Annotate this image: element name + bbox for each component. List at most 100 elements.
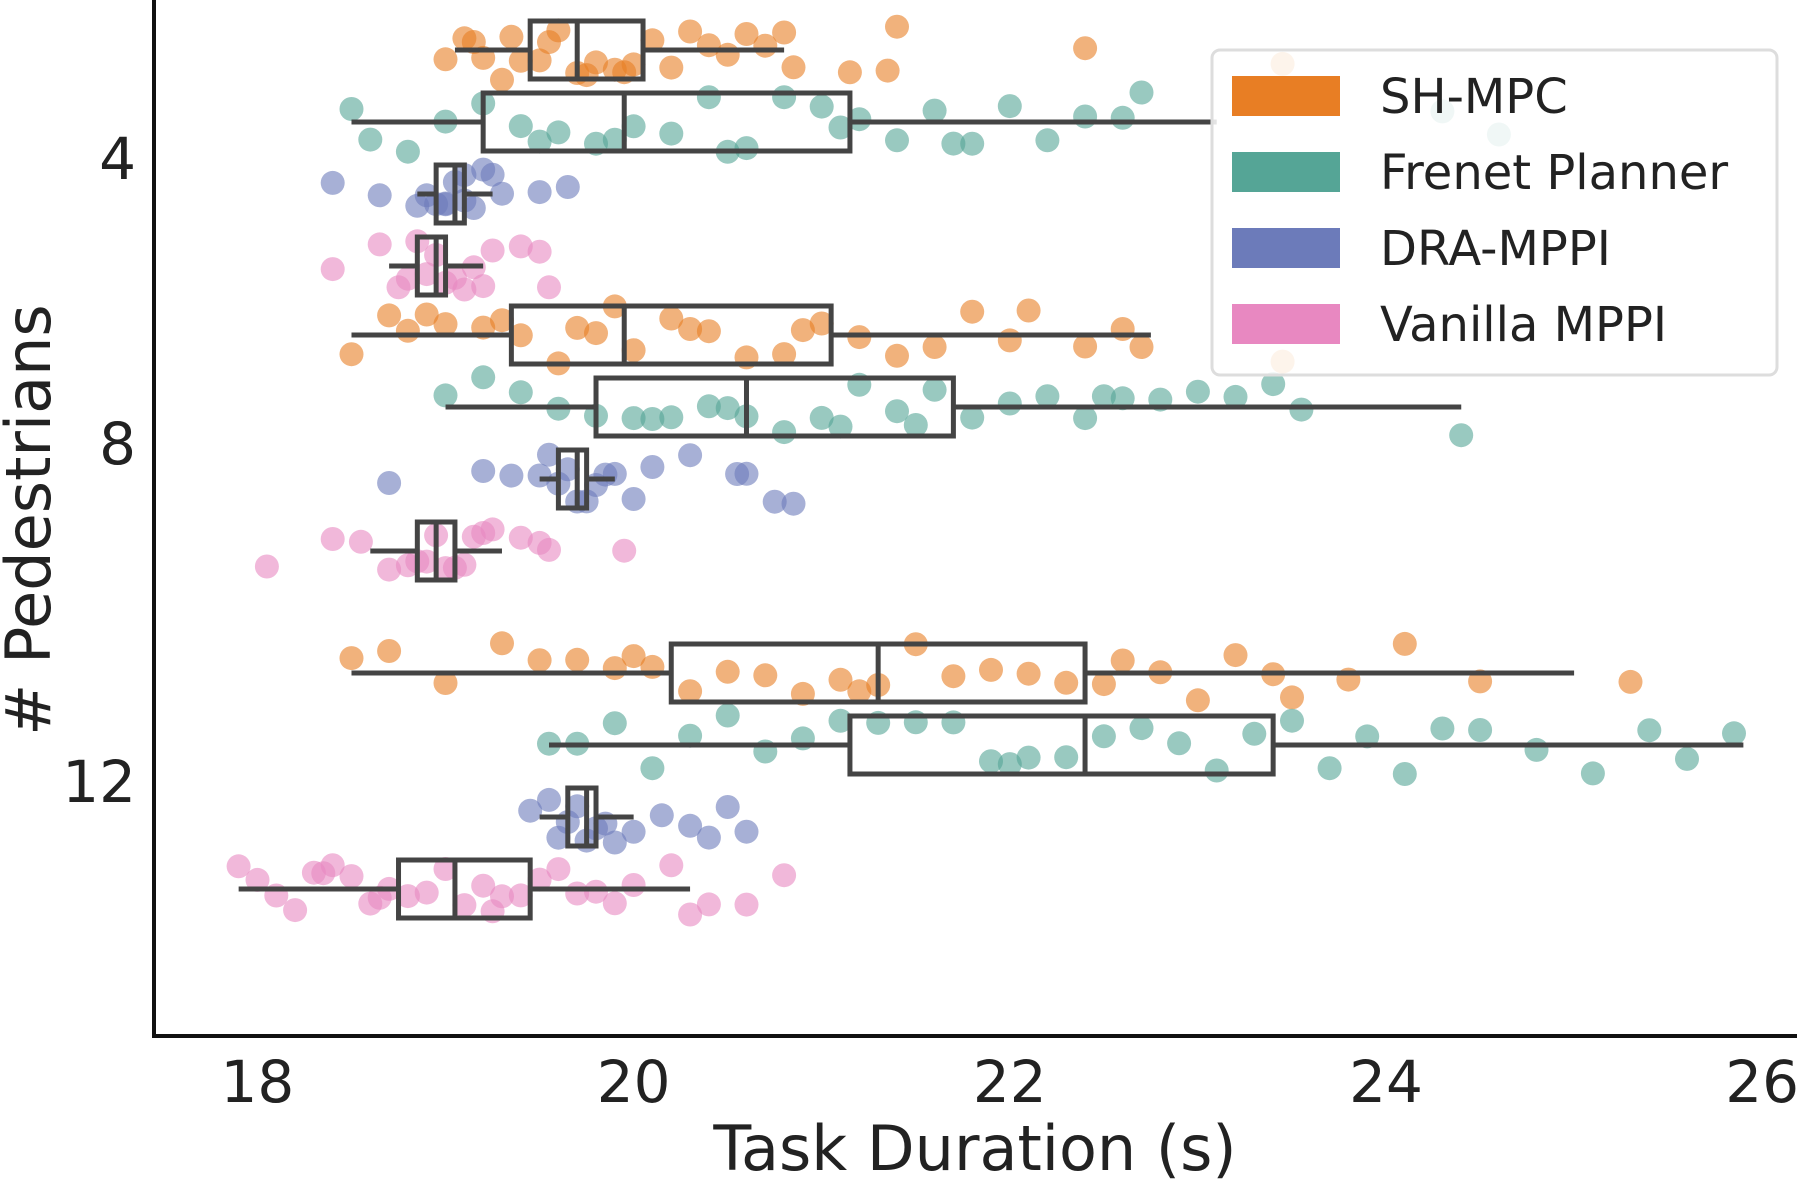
data-point <box>659 853 684 878</box>
box-iqr <box>480 90 853 154</box>
data-point <box>377 639 402 663</box>
data-point <box>367 232 392 257</box>
data-point <box>1524 737 1549 762</box>
data-point <box>367 183 392 208</box>
data-point <box>490 308 514 333</box>
legend-label: SH-MPC <box>1380 69 1568 125</box>
data-point <box>555 457 580 482</box>
data-point <box>659 405 684 430</box>
data-point <box>593 462 618 487</box>
box-iqr <box>508 303 834 367</box>
data-point <box>1035 128 1060 153</box>
data-point <box>367 885 392 910</box>
box-iqr <box>414 234 449 298</box>
data-point <box>640 756 665 781</box>
data-point <box>471 365 496 390</box>
data-point <box>621 114 646 139</box>
data-point <box>1054 745 1079 770</box>
data-point <box>584 879 608 904</box>
data-point <box>960 131 985 156</box>
data-point <box>1392 762 1417 786</box>
data-point <box>960 299 985 324</box>
data-point <box>414 880 439 905</box>
data-point <box>734 461 759 486</box>
data-point <box>696 394 721 419</box>
data-point <box>621 338 646 363</box>
data-point <box>537 442 561 467</box>
data-point <box>715 795 740 819</box>
data-point <box>734 136 759 161</box>
legend-label: Frenet Planner <box>1380 145 1728 201</box>
data-point <box>1223 384 1248 409</box>
data-point <box>678 317 703 341</box>
data-point <box>555 175 580 199</box>
data-point <box>762 489 787 514</box>
legend-frame <box>1210 48 1779 377</box>
data-point <box>395 884 420 909</box>
data-point <box>1073 406 1098 431</box>
data-point <box>678 679 703 704</box>
data-point <box>753 663 778 688</box>
legend-label: Vanilla MPPI <box>1380 297 1667 353</box>
data-point <box>640 455 665 479</box>
data-point <box>734 22 759 46</box>
data-point <box>1430 716 1455 741</box>
data-point <box>696 33 721 58</box>
data-point <box>1054 670 1079 695</box>
data-point <box>433 671 458 695</box>
box-iqr <box>565 785 599 849</box>
data-point <box>715 396 740 421</box>
data-point <box>772 863 797 888</box>
data-point <box>621 644 646 669</box>
data-point <box>283 898 308 923</box>
data-point <box>941 664 966 689</box>
data-point <box>1280 708 1304 733</box>
data-point <box>508 234 533 259</box>
data-point <box>565 647 590 672</box>
data-point <box>395 139 420 164</box>
data-point <box>1449 423 1474 448</box>
data-point <box>433 192 458 217</box>
data-point <box>499 24 524 49</box>
legend-swatch <box>1232 228 1340 268</box>
box-iqr <box>433 162 467 226</box>
data-point <box>1016 745 1041 770</box>
data-point <box>1355 724 1380 749</box>
box-iqr <box>847 713 1276 777</box>
data-point <box>678 902 703 927</box>
x-tick-label: 20 <box>597 1048 671 1116</box>
data-point <box>508 883 533 908</box>
data-point <box>433 383 458 408</box>
data-point <box>1223 643 1248 668</box>
data-point <box>480 517 505 542</box>
data-point <box>847 107 872 132</box>
data-point <box>621 487 646 511</box>
data-point <box>471 459 496 483</box>
data-point <box>565 315 590 340</box>
data-point <box>490 181 514 206</box>
data-point <box>490 67 514 92</box>
x-tick-label: 22 <box>973 1048 1047 1116</box>
data-point <box>678 19 703 44</box>
data-point <box>1073 104 1098 129</box>
data-point <box>678 723 703 748</box>
data-point <box>1073 36 1098 61</box>
data-point <box>508 323 533 348</box>
box-layer <box>238 18 1744 921</box>
data-point <box>612 538 637 563</box>
data-point <box>480 162 505 187</box>
x-tick-label: 24 <box>1349 1048 1423 1116</box>
data-point <box>640 407 665 431</box>
data-point <box>960 405 985 430</box>
data-point <box>621 406 646 431</box>
data-point <box>715 703 740 728</box>
data-point <box>320 527 345 551</box>
data-point <box>837 60 862 85</box>
data-point <box>584 321 608 346</box>
data-point <box>997 391 1022 416</box>
data-point <box>433 857 458 881</box>
